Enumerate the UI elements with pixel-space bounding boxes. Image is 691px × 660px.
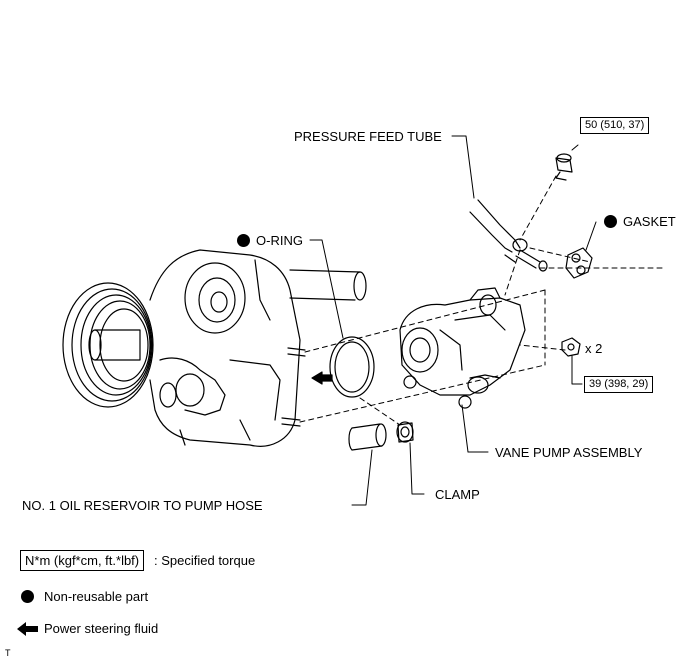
clamp-label: CLAMP (435, 487, 480, 502)
non-reusable-icon (237, 234, 250, 247)
fluid-arrow-mark (311, 371, 333, 385)
non-reusable-icon (604, 215, 617, 228)
gasket-label: GASKET (623, 214, 676, 229)
reservoir-hose-part (348, 423, 387, 451)
leader-lines (309, 135, 597, 506)
assembly-lines (299, 175, 666, 426)
clamp-part (396, 421, 414, 443)
torque-box-nut: 39 (398, 29) (584, 376, 654, 393)
legend-fluid-text: Power steering fluid (44, 621, 159, 636)
pressure-feed-tube-part (469, 199, 548, 272)
union-bolt-part (555, 153, 573, 181)
o-ring-part (329, 336, 375, 398)
legend-non-reusable-text: Non-reusable part (44, 589, 149, 604)
corner-mark: T (5, 648, 11, 658)
vane-pump-assembly-label: VANE PUMP ASSEMBLY (495, 445, 643, 460)
engine-housing (149, 249, 367, 447)
reservoir-hose-label: NO. 1 OIL RESERVOIR TO PUMP HOSE (22, 498, 263, 513)
vane-pump-body (399, 287, 526, 409)
o-ring-label: O-RING (256, 233, 303, 248)
legend-torque-text: : Specified torque (154, 553, 256, 568)
gasket-part (565, 247, 593, 279)
torque-box-union-bolt: 50 (510, 37) (580, 117, 650, 134)
quantity-label: x 2 (585, 341, 603, 356)
nut-part (561, 337, 581, 357)
left-arrow-icon (17, 622, 38, 636)
crankshaft-pulley (62, 282, 154, 408)
pressure-feed-tube-label: PRESSURE FEED TUBE (294, 129, 442, 144)
legend-torque-box: N*m (kgf*cm, ft.*lbf) (20, 550, 145, 571)
filled-circle-icon (21, 590, 34, 603)
